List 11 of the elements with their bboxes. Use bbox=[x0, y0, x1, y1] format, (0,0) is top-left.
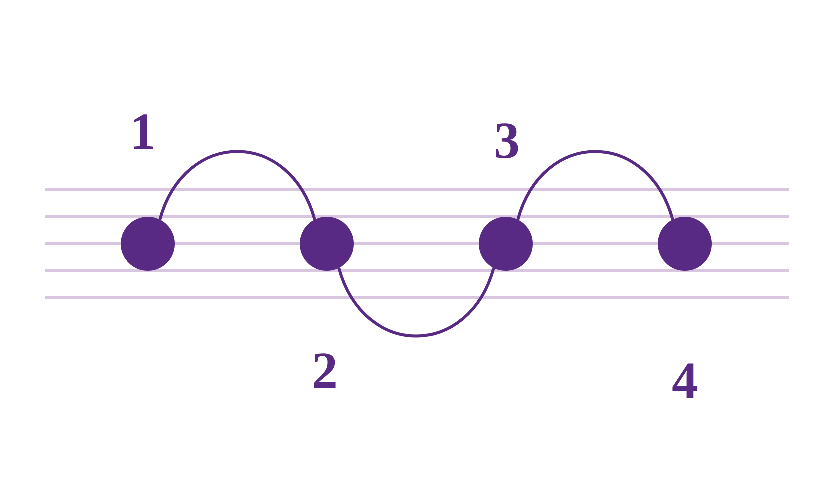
note-number: 2 bbox=[312, 346, 338, 398]
slur-arc bbox=[158, 150, 316, 221]
slur-arc bbox=[516, 150, 674, 221]
note-number: 3 bbox=[494, 116, 520, 168]
note-head bbox=[658, 217, 712, 271]
note-number: 1 bbox=[130, 107, 156, 159]
slur-arc bbox=[338, 267, 496, 338]
note-head bbox=[300, 217, 354, 271]
note-head bbox=[121, 217, 175, 271]
note-number: 4 bbox=[672, 356, 698, 408]
note-head bbox=[479, 217, 533, 271]
